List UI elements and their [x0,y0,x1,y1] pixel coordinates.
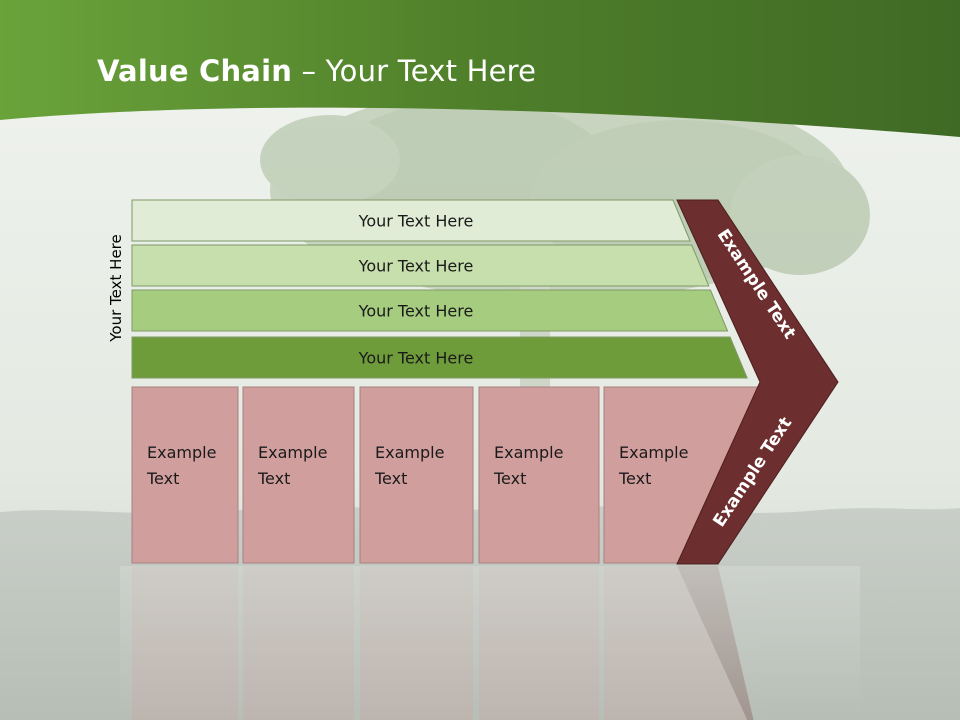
band-shape [131,289,729,332]
box-group: ExampleTextExampleTextExampleTextExample… [131,386,759,564]
band-3: Your Text Here [131,289,729,332]
chevron-shape [676,199,839,565]
band-label: Your Text Here [358,212,474,231]
band-label: Your Text Here [358,302,474,321]
slide-title-main: Value Chain [97,54,293,88]
box-label-line1: Example [258,443,327,462]
header-band [0,0,960,137]
band-2: Your Text Here [131,244,710,287]
box-shape [478,386,600,564]
band-1: Your Text Here [131,199,691,242]
band-label: Your Text Here [358,257,474,276]
band-label: Your Text Here [358,349,474,368]
box-label-line2: Text [374,469,407,488]
box-label-line2: Text [146,469,179,488]
box-label-line2: Text [257,469,290,488]
box-shape [242,386,355,564]
band-shape [131,244,710,287]
box-label-line1: Example [494,443,563,462]
box-label-line2: Text [618,469,651,488]
box-shape [359,386,474,564]
band-shape [131,199,691,242]
box-label-line1: Example [147,443,216,462]
box-shape [131,386,239,564]
band-shape [131,336,748,379]
box-label-line1: Example [619,443,688,462]
slide-title-subtitle: – Your Text Here [292,54,537,88]
side-label: Your Text Here [107,234,125,342]
box-label-line2: Text [493,469,526,488]
diagram-reflection [120,566,860,720]
slide-title: Value Chain – Your Text Here [97,54,536,88]
reflection-fade [120,566,860,720]
band-4: Your Text Here [131,336,748,379]
box-label-line1: Example [375,443,444,462]
